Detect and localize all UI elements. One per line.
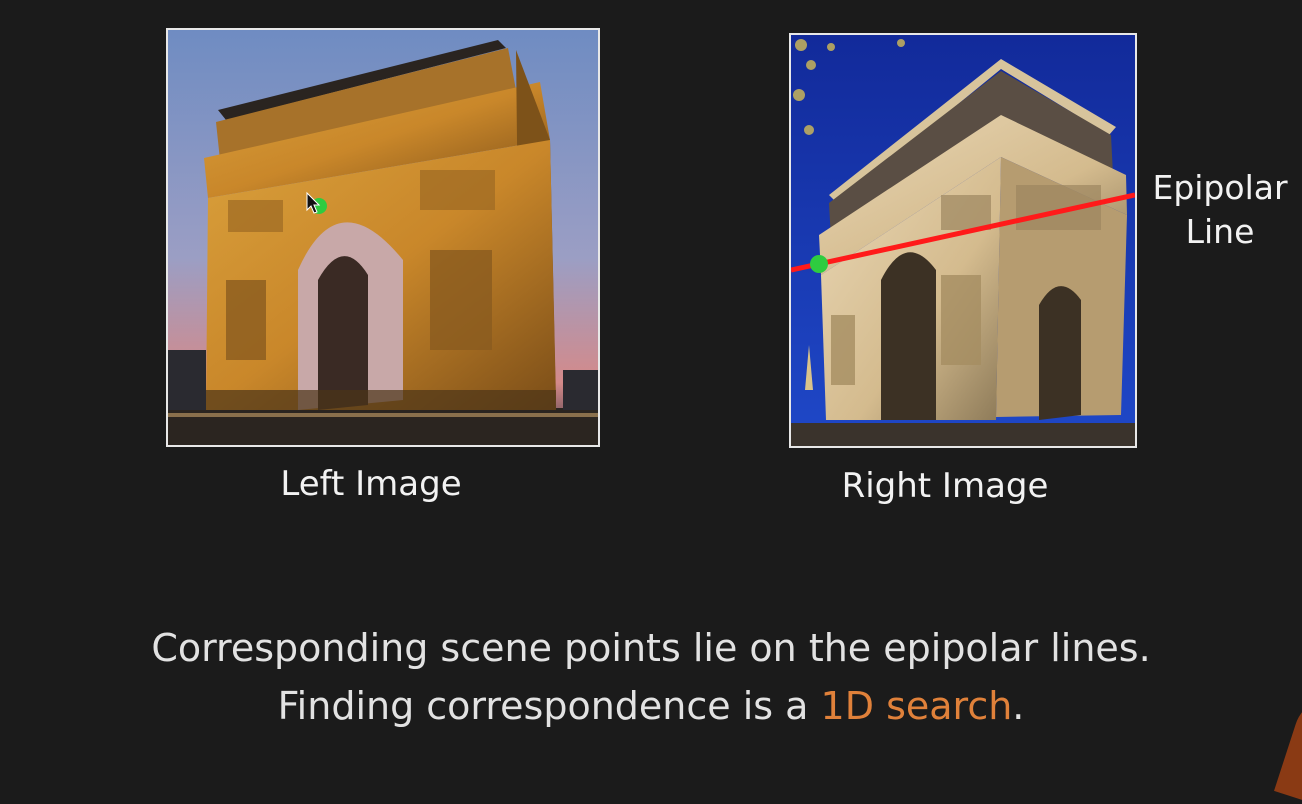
- body-text-line2-prefix: Finding correspondence is a: [277, 684, 821, 728]
- corresponding-point-marker: [810, 255, 828, 273]
- left-image-caption: Left Image: [280, 464, 462, 504]
- highlight-1d-search: 1D search: [820, 684, 1013, 728]
- right-image-caption: Right Image: [841, 466, 1049, 506]
- body-text-line2: Finding correspondence is a 1D search.: [0, 684, 1302, 728]
- epipolar-line-label: Epipolar Line: [1138, 166, 1302, 254]
- body-text-line2-suffix: .: [1012, 684, 1025, 728]
- epipolar-label-line2: Line: [1185, 212, 1255, 251]
- body-text-line1: Corresponding scene points lie on the ep…: [151, 626, 1151, 670]
- epipolar-label-line1: Epipolar: [1152, 168, 1288, 207]
- right-image: [789, 33, 1137, 448]
- epipolar-line: [791, 192, 1135, 273]
- right-arch-photo: [791, 35, 1135, 446]
- left-arch-photo: [168, 30, 598, 445]
- left-image: [166, 28, 600, 447]
- mouse-cursor-icon: [306, 191, 321, 214]
